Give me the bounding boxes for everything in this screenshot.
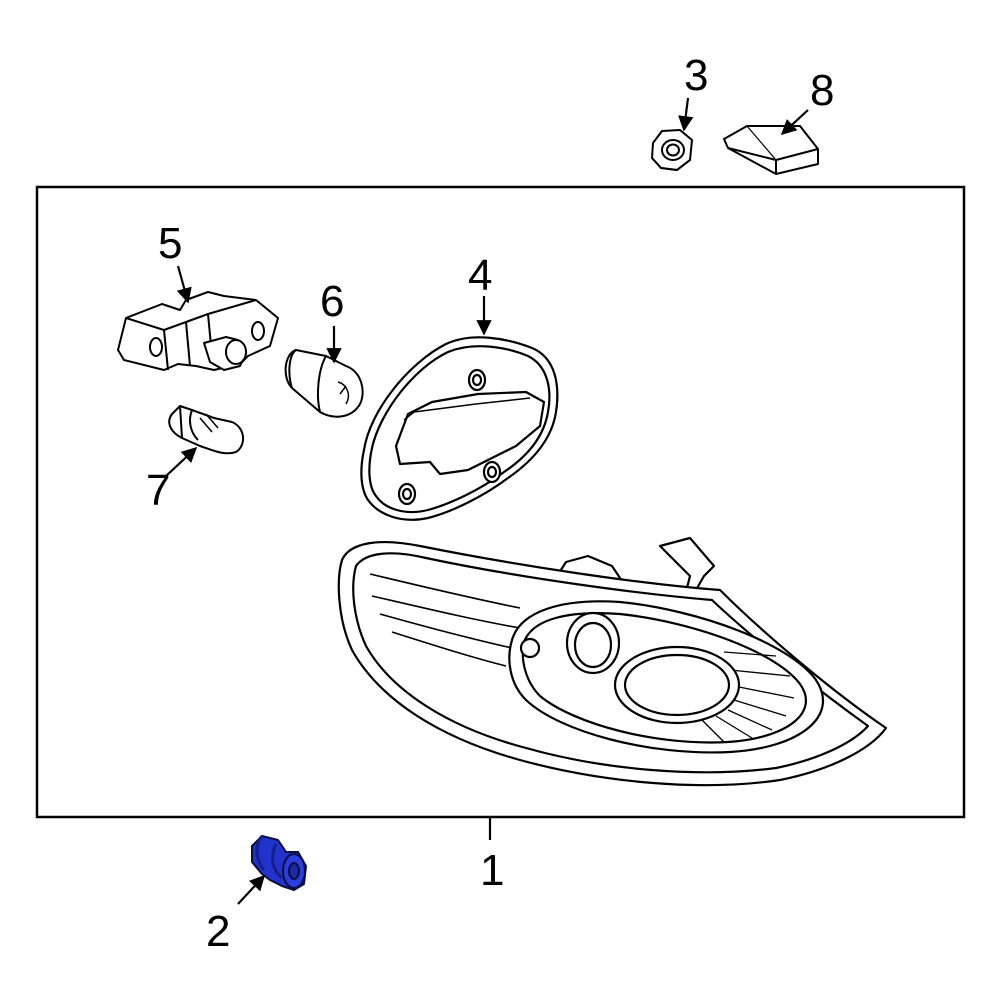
leader-2 [237, 874, 266, 905]
assembly-frame [35, 185, 966, 819]
nut-part[interactable] [651, 129, 693, 171]
callout-2[interactable]: 2 [206, 907, 230, 956]
leader-lines [165, 97, 809, 905]
grommet-part[interactable] [251, 835, 307, 891]
wedge-bulb-part[interactable] [168, 405, 244, 455]
leader-5 [176, 265, 192, 304]
callout-numbers: 1 2 3 4 5 6 7 8 [146, 51, 834, 956]
callout-4[interactable]: 4 [468, 251, 492, 300]
leader-8 [780, 109, 809, 136]
bulb-part[interactable] [284, 349, 364, 418]
gasket-part[interactable] [360, 336, 559, 521]
leader-3 [678, 97, 694, 132]
socket-part[interactable] [117, 291, 279, 371]
callout-7[interactable]: 7 [146, 466, 170, 515]
callout-6[interactable]: 6 [320, 277, 344, 326]
callout-5[interactable]: 5 [158, 219, 182, 268]
label-pad-part[interactable] [723, 125, 819, 175]
callout-3[interactable]: 3 [684, 51, 708, 100]
leader-7 [165, 446, 198, 477]
tail-lamp-part[interactable] [337, 536, 888, 787]
callout-8[interactable]: 8 [810, 66, 834, 115]
callout-1[interactable]: 1 [480, 846, 504, 895]
